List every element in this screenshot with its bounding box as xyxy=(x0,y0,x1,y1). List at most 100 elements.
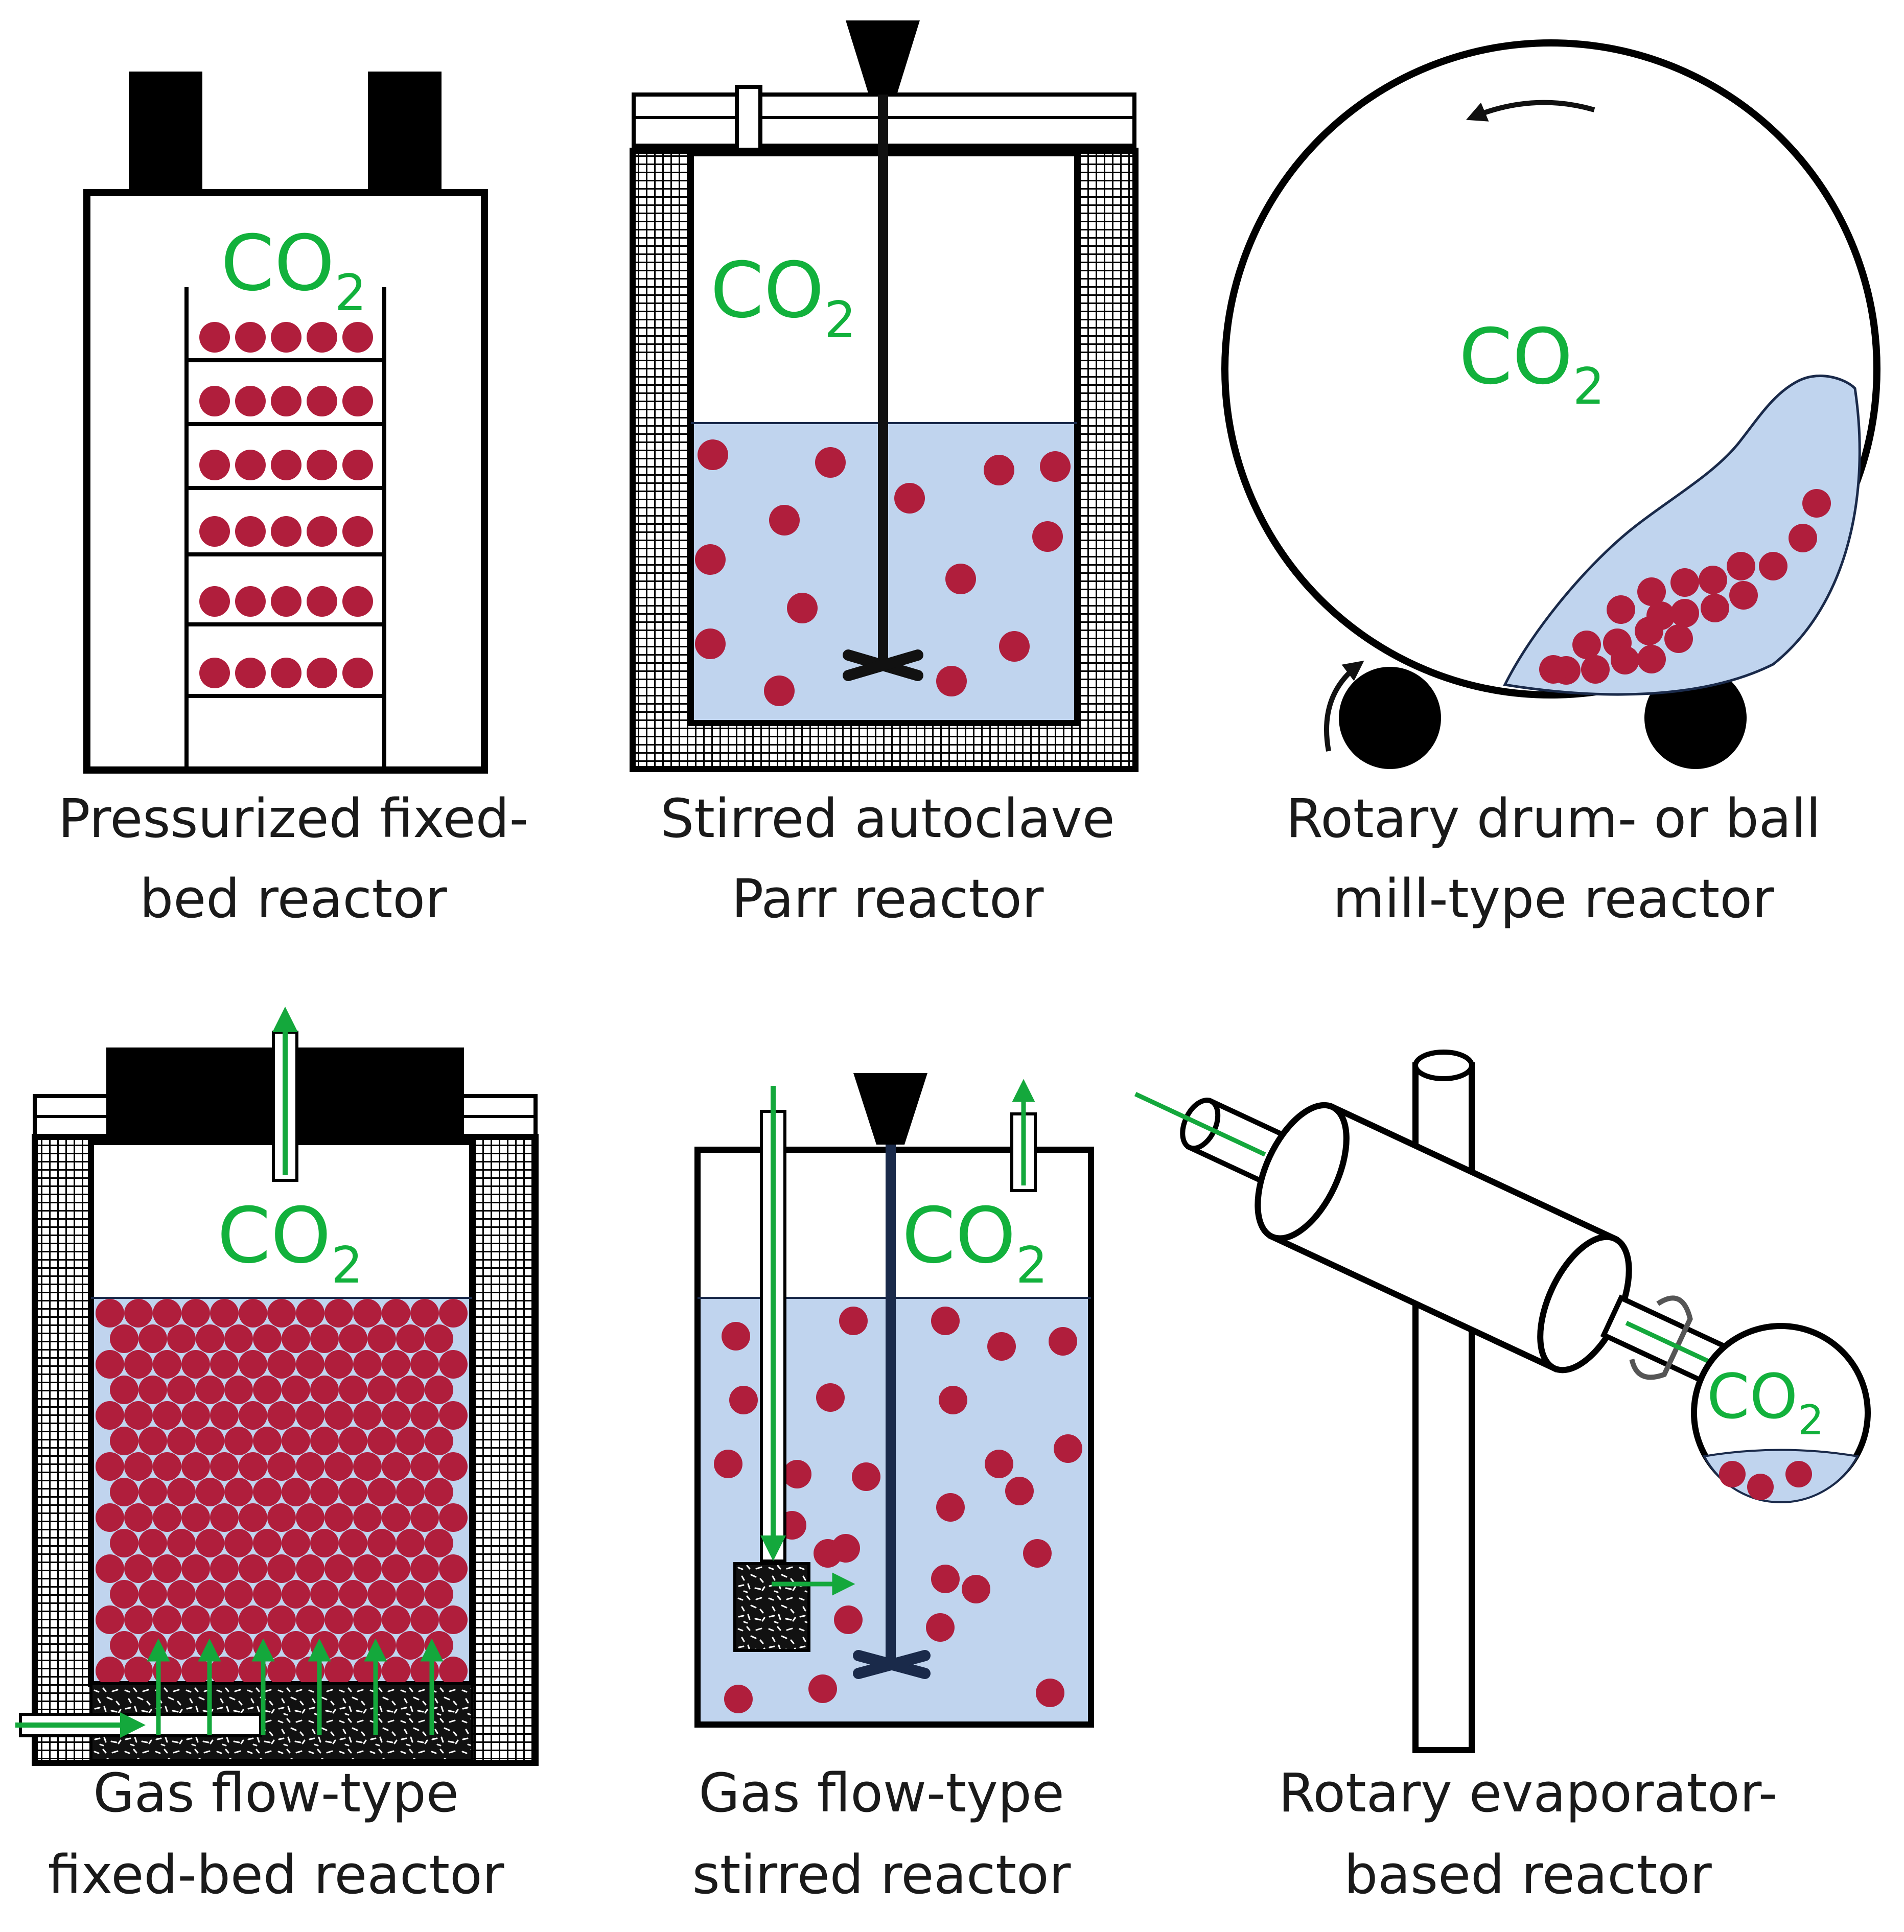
particle xyxy=(324,1452,353,1481)
particle xyxy=(181,1605,210,1634)
particle xyxy=(239,1452,267,1481)
particle xyxy=(695,544,726,575)
particle xyxy=(282,1427,310,1455)
particle xyxy=(235,516,266,547)
roller-rotation-arrow xyxy=(1324,660,1364,752)
particle xyxy=(307,586,337,617)
particle xyxy=(239,1350,267,1379)
particle xyxy=(382,1401,410,1430)
particle xyxy=(382,1554,410,1583)
panel-rotary-evaporator: CO2 Rotary evaporator- based reactor xyxy=(1134,1050,1871,1906)
reactor-cap-right xyxy=(368,72,442,194)
particle xyxy=(196,1427,224,1455)
caption-line-1: Rotary drum- or ball xyxy=(1286,787,1821,850)
particle xyxy=(153,1503,181,1532)
particle xyxy=(224,1376,253,1404)
particle xyxy=(199,658,230,688)
flask-liquid xyxy=(1702,1449,1860,1503)
particle xyxy=(138,1631,167,1660)
particle xyxy=(267,1350,296,1379)
particle xyxy=(310,1376,339,1404)
particle xyxy=(1802,489,1831,518)
co2-text: CO2 xyxy=(217,1192,363,1295)
gas-sparger xyxy=(733,1562,810,1652)
particle xyxy=(296,1299,324,1328)
particle xyxy=(199,322,230,353)
particle xyxy=(1607,595,1635,624)
particle xyxy=(1747,1474,1774,1500)
particle xyxy=(199,386,230,416)
particle xyxy=(210,1401,239,1430)
particle xyxy=(722,1322,750,1351)
particle xyxy=(296,1554,324,1583)
particle xyxy=(382,1299,410,1328)
particle xyxy=(210,1605,239,1634)
particle xyxy=(714,1450,742,1478)
flask-particles xyxy=(1719,1461,1812,1500)
particle xyxy=(324,1554,353,1583)
particle xyxy=(939,1386,967,1414)
particle xyxy=(1036,1679,1064,1707)
particle xyxy=(224,1529,253,1557)
particle xyxy=(396,1529,425,1557)
particle xyxy=(1054,1434,1082,1463)
particle xyxy=(410,1503,439,1532)
particle xyxy=(936,666,967,696)
particle xyxy=(199,516,230,547)
particle xyxy=(396,1580,425,1609)
particle xyxy=(439,1554,468,1583)
particle xyxy=(1539,655,1568,684)
particle xyxy=(224,1580,253,1609)
particle xyxy=(253,1478,282,1506)
particle xyxy=(1023,1539,1052,1568)
particle xyxy=(410,1605,439,1634)
stirrer-shaft xyxy=(886,1145,896,1663)
particle xyxy=(167,1376,196,1404)
particle xyxy=(282,1529,310,1557)
particle xyxy=(282,1324,310,1353)
co2-label: CO2 xyxy=(221,219,366,322)
particle xyxy=(124,1503,153,1532)
particle xyxy=(310,1631,339,1660)
particle xyxy=(96,1350,124,1379)
particle xyxy=(239,1503,267,1532)
particle xyxy=(962,1575,990,1603)
particle xyxy=(124,1554,153,1583)
particle xyxy=(1699,566,1727,594)
particle xyxy=(353,1299,382,1328)
particle xyxy=(210,1503,239,1532)
particle xyxy=(210,1299,239,1328)
particle xyxy=(153,1401,181,1430)
co2-text: CO2 xyxy=(710,246,856,350)
particle xyxy=(296,1401,324,1430)
particle xyxy=(342,516,373,547)
particle xyxy=(267,1503,296,1532)
particle xyxy=(367,1631,396,1660)
particle xyxy=(410,1299,439,1328)
co2-text: CO2 xyxy=(221,219,366,322)
particle xyxy=(253,1376,282,1404)
particle xyxy=(396,1631,425,1660)
particle xyxy=(1637,577,1666,606)
particle xyxy=(1670,568,1699,597)
particle xyxy=(282,1478,310,1506)
particle xyxy=(808,1674,837,1703)
particle xyxy=(271,586,301,617)
particle xyxy=(310,1478,339,1506)
particle xyxy=(724,1685,753,1713)
panel-pressurized-fixed-bed: CO2 Pressurized fixed- bed reactor xyxy=(58,72,528,930)
particle xyxy=(396,1324,425,1353)
particle xyxy=(235,450,266,480)
particle xyxy=(353,1503,382,1532)
particle xyxy=(138,1324,167,1353)
co2-text: CO2 xyxy=(1459,313,1605,416)
particle xyxy=(307,386,337,416)
particle xyxy=(235,322,266,353)
particle xyxy=(926,1613,955,1642)
particle xyxy=(138,1580,167,1609)
particle xyxy=(1789,524,1817,552)
particle xyxy=(439,1605,468,1634)
caption-line-2: stirred reactor xyxy=(692,1844,1071,1906)
particle xyxy=(271,386,301,416)
particle xyxy=(253,1324,282,1353)
